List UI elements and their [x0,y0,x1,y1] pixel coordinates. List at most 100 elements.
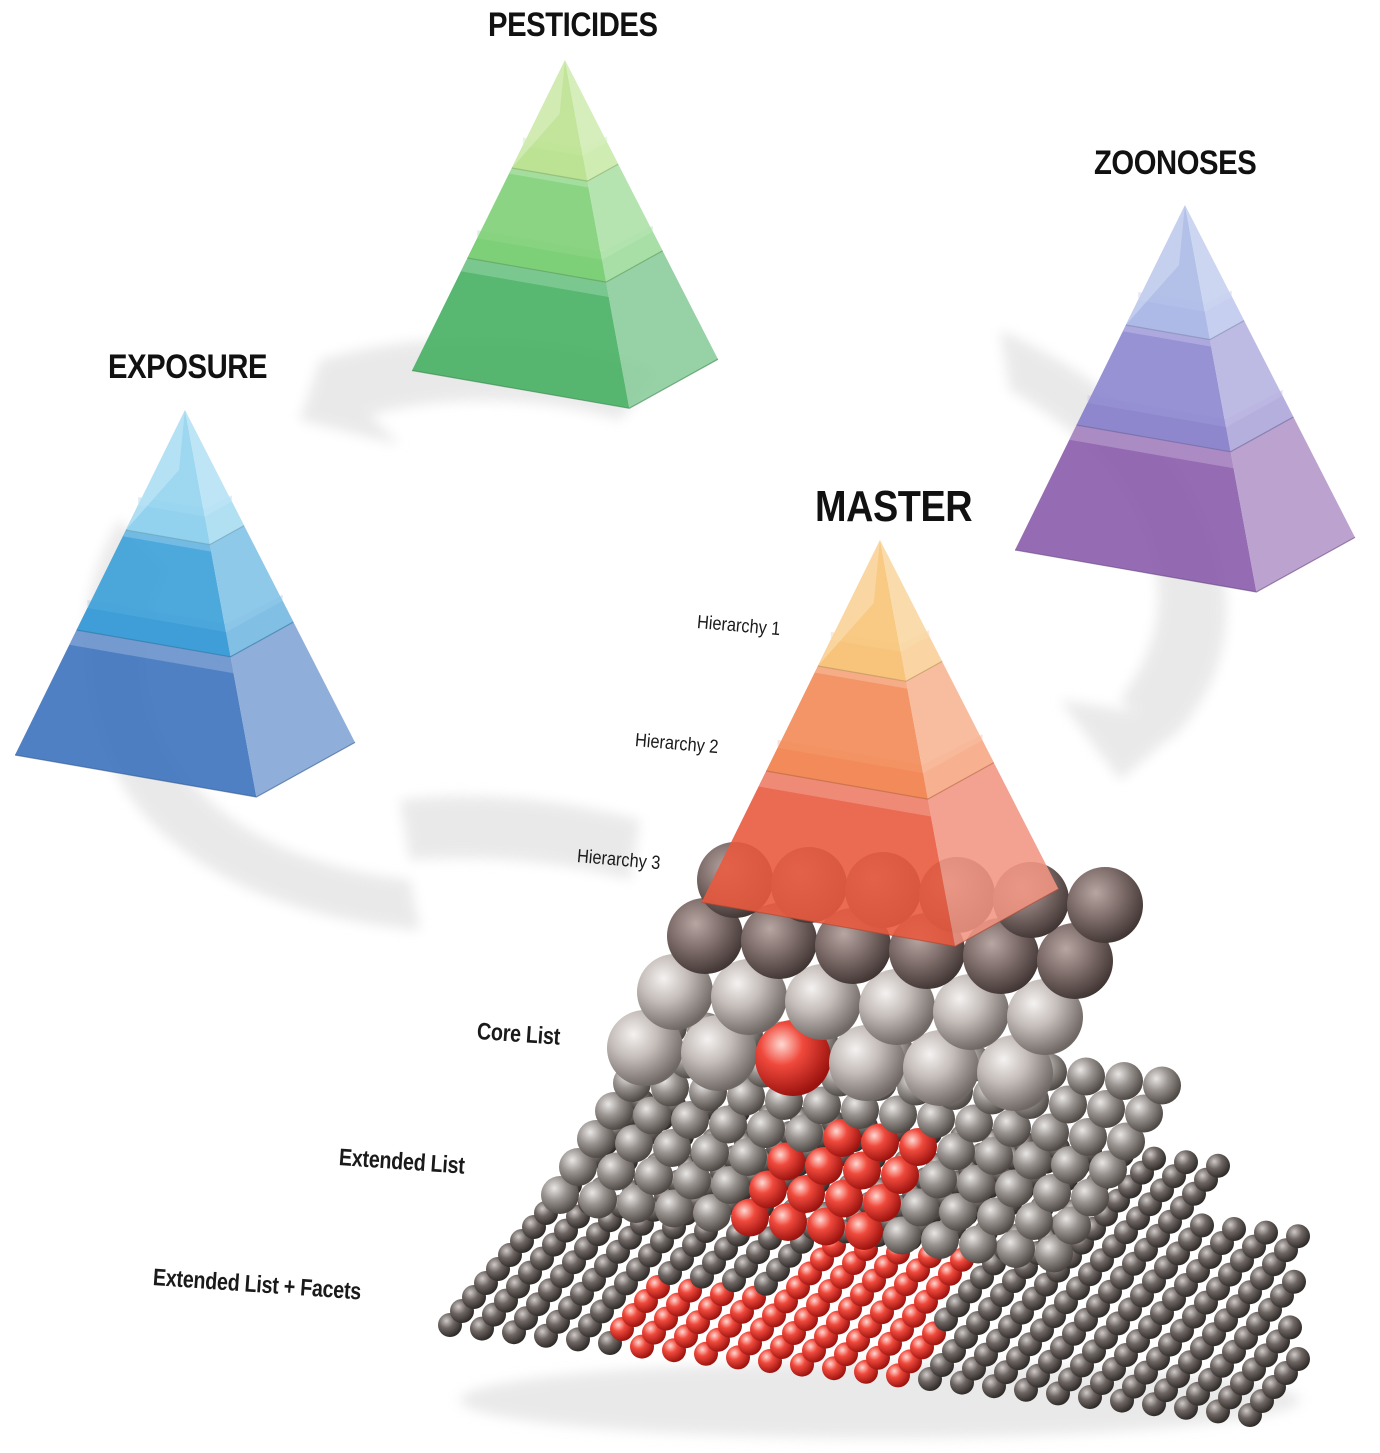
extended-sphere [1069,1118,1107,1156]
extended-sphere [803,1086,841,1125]
core-sphere [637,954,713,1030]
extended-sphere [901,1188,939,1227]
core-sphere [667,898,743,974]
extended-sphere [691,1133,729,1172]
extended-sphere [1067,1057,1105,1096]
extended-sphere [879,1095,917,1134]
extended-sphere [997,1230,1035,1268]
extended-sphere [975,1137,1013,1175]
facet-sphere [1286,1224,1310,1249]
extended-sphere [937,1132,975,1171]
red-extended-sphere [845,1212,883,1250]
core-sphere [1007,979,1083,1055]
extended-sphere [1089,1150,1127,1189]
extended-sphere [711,1166,749,1204]
zoonoses-tier-3 [1014,389,1356,593]
facet-sphere [1282,1269,1306,1294]
red-extended-sphere [823,1119,861,1157]
extended-sphere [957,1165,995,1203]
extended-sphere [727,1077,765,1116]
extended-sphere [993,1109,1031,1147]
extended-sphere [977,1197,1015,1236]
extended-sphere [1035,1234,1073,1273]
core-sphere [607,1010,683,1086]
extended-sphere [617,1185,655,1223]
extended-sphere [673,1161,711,1200]
extended-sphere [579,1180,617,1219]
core-sphere [681,1015,757,1091]
red-extended-sphere [861,1123,899,1162]
pesticides-tier-3 [411,225,719,409]
facet-sphere [1222,1217,1246,1241]
red-extended-sphere [787,1175,825,1213]
red-extended-sphere [881,1156,919,1194]
red-extended-sphere [805,1147,843,1185]
facet-sphere [1254,1220,1278,1245]
extended-sphere [541,1176,579,1214]
master-title: MASTER [815,482,973,531]
core-sphere [903,1030,979,1106]
red-extended-sphere [807,1207,845,1246]
extended-sphere [1033,1174,1071,1212]
facet-sphere [1190,1213,1214,1238]
master-tier-1 [817,540,943,682]
extended-sphere [1107,1122,1145,1161]
extended-sphere [995,1169,1033,1208]
extended-sphere [655,1189,693,1228]
extended-sphere [1087,1090,1125,1128]
extended-sphere [747,1110,785,1148]
extended-sphere [595,1092,633,1130]
master-pyramid [701,540,1059,948]
extended-sphere [693,1194,731,1232]
extended-sphere [577,1120,615,1158]
pesticides-title: PESTICIDES [488,6,658,44]
red-extended-sphere [825,1179,863,1218]
exposure-tier-1 [125,410,245,546]
extended-sphere [1071,1178,1109,1217]
extended-sphere [1125,1094,1163,1133]
core-sphere [963,918,1039,994]
red-core-sphere [755,1020,831,1096]
core-sphere [711,959,787,1035]
extended-sphere [559,1148,597,1186]
extended-sphere [1049,1085,1087,1124]
core-sphere [1067,867,1143,943]
core-sphere [829,1025,905,1101]
extended-sphere [1143,1066,1181,1105]
facet-sphere [1286,1347,1310,1371]
extended-sphere [1013,1141,1051,1180]
facet-sphere [1206,1153,1230,1178]
extended-sphere [1031,1113,1069,1152]
extended-sphere [597,1152,635,1191]
extended-sphere [959,1225,997,1264]
extended-sphere [653,1129,691,1167]
extended-sphere [729,1138,767,1176]
core-sphere [741,903,817,979]
extended-sphere [883,1216,921,1255]
pesticides-tier-1 [511,60,619,182]
extended-sphere [633,1096,671,1135]
red-extended-sphere [767,1142,805,1181]
extended-sphere [1053,1206,1091,1245]
pesticides-pyramid [411,60,719,409]
red-extended-sphere [731,1198,769,1237]
extended-sphere [1015,1202,1053,1240]
exposure-pyramid [14,410,356,798]
exposure-title: EXPOSURE [108,348,268,386]
core-sphere [859,969,935,1045]
core-sphere [785,964,861,1040]
zoonoses-title: ZOONOSES [1094,144,1257,182]
extended-sphere [919,1160,957,1199]
red-extended-sphere [899,1128,937,1166]
zoonoses-tier-1 [1125,205,1245,341]
facet-sphere [1142,1146,1166,1171]
facet-sphere [1278,1315,1302,1340]
extended-sphere [709,1105,747,1144]
extended-sphere [615,1124,653,1163]
red-extended-sphere [749,1170,787,1209]
extended-sphere [921,1221,959,1259]
core-list-label: Core List [476,1018,561,1051]
extended-sphere [1105,1062,1143,1100]
